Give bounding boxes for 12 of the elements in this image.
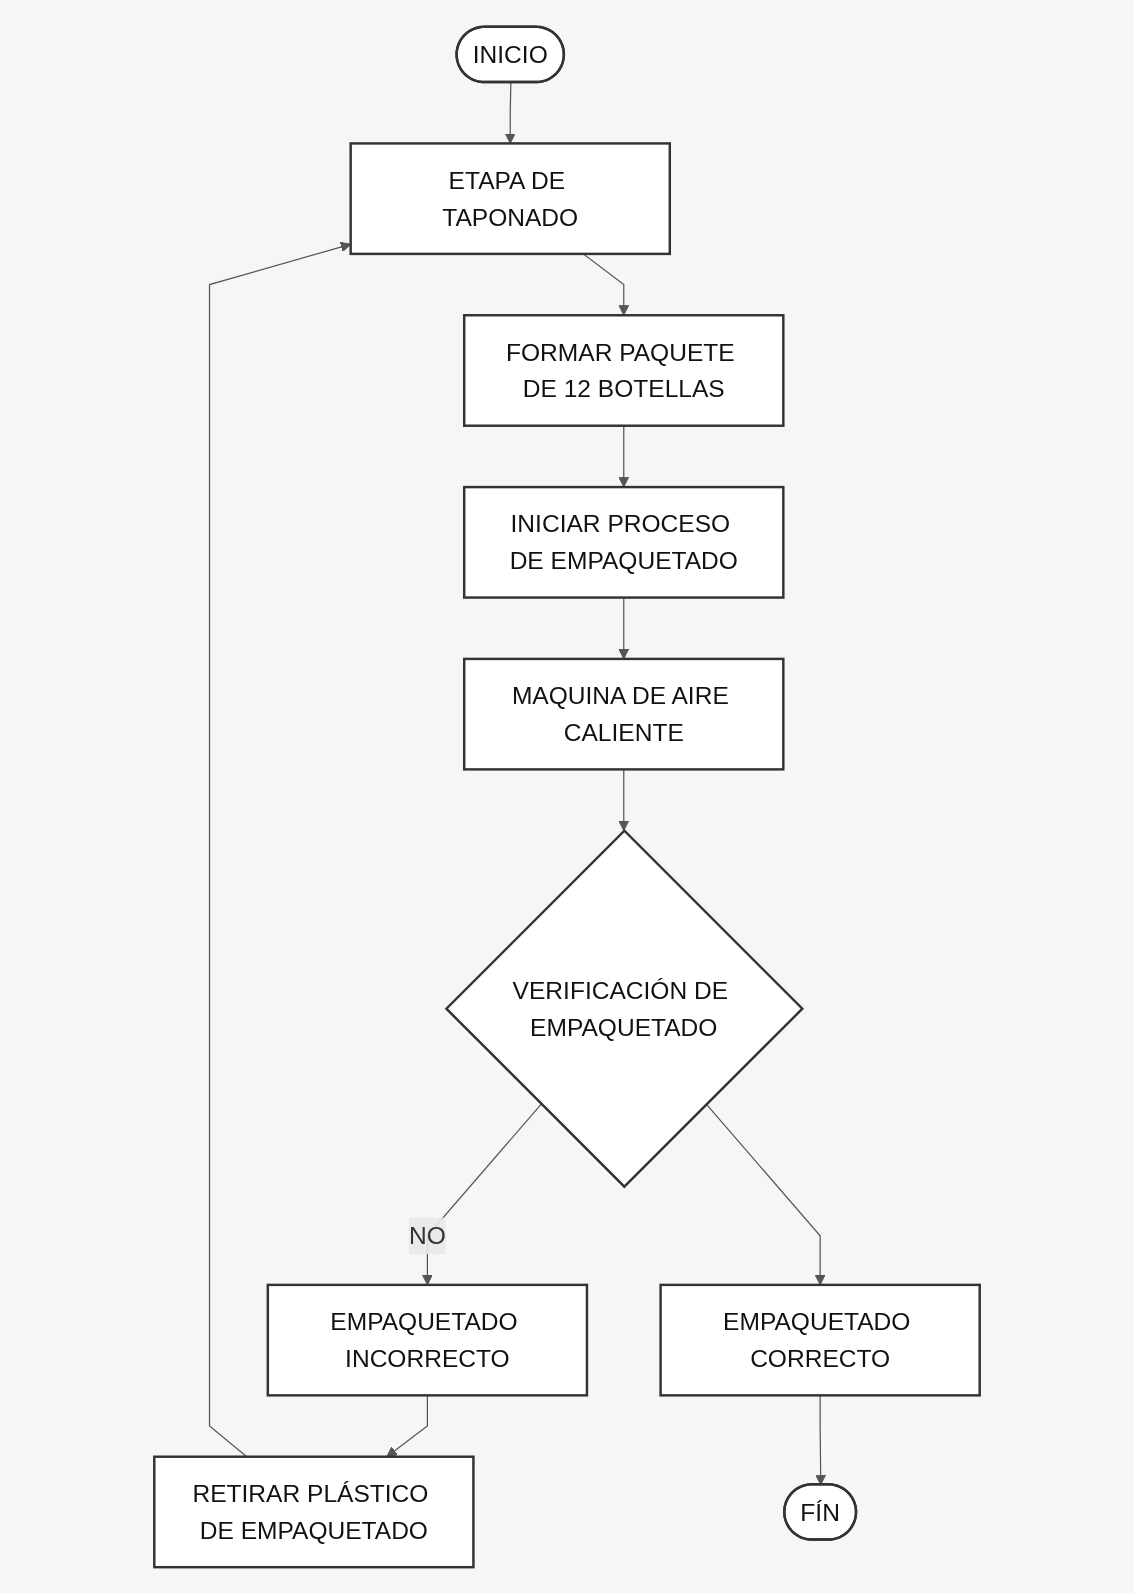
node-box: EMPAQUETADO CORRECTO: [659, 1283, 981, 1397]
edge-label: NO: [408, 1221, 446, 1249]
node-box: INICIAR PROCESO DE EMPAQUETADO: [463, 485, 785, 599]
node-box: EMPAQUETADO INCORRECTO: [266, 1283, 589, 1397]
node-box: MAQUINA DE AIRE CALIENTE: [463, 657, 785, 771]
arrow: [618, 768, 630, 831]
node-box: ETAPA DE TAPONADO: [349, 141, 671, 255]
node-box: FORMAR PAQUETE DE 12 BOTELLAS: [463, 313, 785, 427]
arrow: [705, 1103, 826, 1285]
node-box: RETIRAR PLÁSTICO DE EMPAQUETADO: [153, 1455, 475, 1568]
arrow: [386, 1394, 428, 1457]
node-diamond: VERIFICACIÓN DE EMPAQUETADO: [444, 828, 805, 1188]
